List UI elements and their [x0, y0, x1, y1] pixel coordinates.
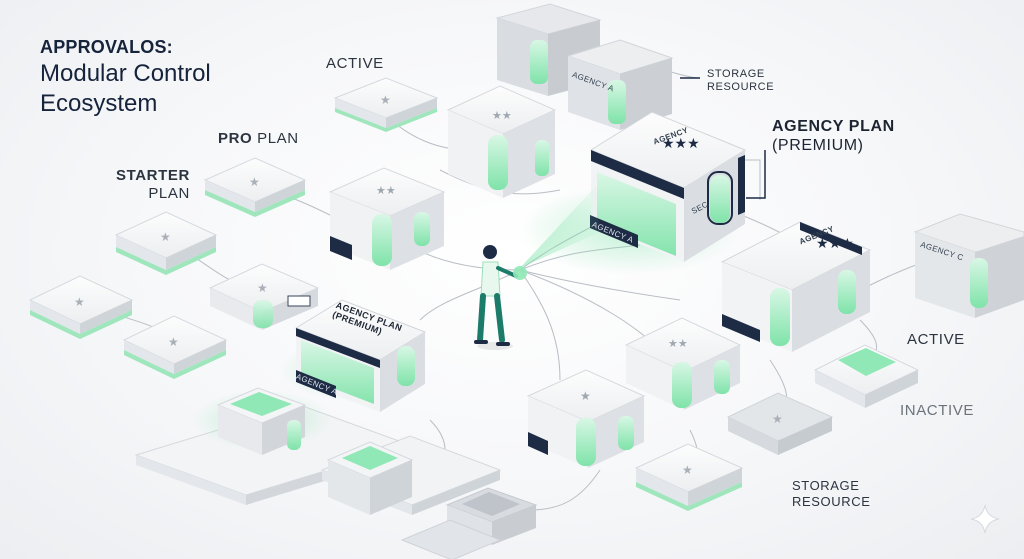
tile-inactive-right[interactable]: ★ — [726, 392, 834, 455]
label-agency-plan-rest: (PREMIUM) — [772, 137, 864, 154]
star-icon: ★ — [580, 389, 591, 403]
label-storage-bottom: STORAGE RESOURCE — [792, 478, 870, 510]
star-icon: ★★ — [668, 338, 688, 350]
star-icon: ★ — [257, 281, 268, 295]
label-pro-plan-bold: PRO — [218, 130, 253, 147]
module-agency-main[interactable]: ★★★ — [520, 111, 747, 275]
label-active-right: ACTIVE — [907, 331, 965, 348]
module-glow-small-left[interactable] — [192, 387, 332, 455]
module-agency-c[interactable] — [913, 213, 1024, 318]
label-agency-plan-bold: AGENCY PLAN — [772, 118, 895, 135]
label-storage-top-line1: STORAGE — [707, 68, 765, 80]
module-center-right[interactable]: ★★ — [624, 317, 742, 410]
label-starter-plan: STARTER PLAN — [116, 167, 190, 203]
label-storage-top-line2: RESOURCE — [707, 81, 775, 93]
tile-pro-small[interactable]: ★ — [208, 263, 320, 330]
label-storage-bottom-line1: STORAGE — [792, 478, 860, 493]
label-starter-plan-bold: STARTER — [116, 167, 190, 184]
tile-starter-mid[interactable]: ★ — [122, 315, 228, 379]
sparkle-icon — [970, 504, 1000, 534]
title-line-3: Ecosystem — [40, 90, 158, 117]
label-active-top: ACTIVE — [326, 55, 384, 72]
label-pro-plan: PRO PLAN — [218, 130, 299, 147]
label-starter-plan-rest: PLAN — [148, 185, 190, 202]
module-agency-right[interactable]: ★★★ — [720, 221, 872, 352]
star-icon: ★ — [160, 230, 171, 244]
module-gray-bottom[interactable] — [400, 487, 538, 559]
module-pro-left[interactable]: ★★ — [328, 167, 446, 270]
label-inactive-right: INACTIVE — [900, 402, 974, 419]
tile-starter-left[interactable]: ★ — [28, 275, 134, 339]
star-icon: ★★ — [376, 185, 396, 197]
tile-active-top[interactable]: ★ — [333, 77, 439, 132]
operator-figure — [474, 186, 600, 350]
star-icon: ★ — [380, 93, 391, 107]
title-line-2: Modular Control — [40, 60, 211, 87]
label-agency-plan: AGENCY PLAN (PREMIUM) — [772, 117, 895, 155]
module-pro-top[interactable]: ★★ — [446, 85, 557, 198]
module-lower-center[interactable]: ★ — [526, 369, 646, 468]
star-icon: ★★★ — [662, 135, 700, 151]
star-icon: ★ — [772, 412, 783, 426]
label-leaders — [680, 77, 766, 199]
star-icon: ★ — [74, 295, 85, 309]
tile-starter-plan[interactable]: ★ — [114, 211, 218, 275]
label-storage-top: STORAGE RESOURCE — [707, 68, 774, 94]
tile-active-right[interactable] — [813, 344, 920, 408]
star-icon: ★★ — [492, 110, 512, 122]
star-icon: ★★★ — [816, 235, 854, 251]
module-glow-bottom[interactable] — [326, 441, 414, 515]
storage-module-top[interactable] — [566, 39, 674, 130]
title-line-1: APPROVALOS: — [40, 37, 173, 57]
star-icon: ★ — [682, 463, 693, 477]
label-pro-plan-rest: PLAN — [257, 130, 299, 147]
tile-pro-plan[interactable]: ★ — [203, 157, 307, 217]
star-icon: ★ — [249, 175, 260, 189]
module-agency-small[interactable] — [280, 299, 427, 412]
tile-storage-bottom[interactable]: ★ — [634, 443, 744, 511]
label-storage-bottom-line2: RESOURCE — [792, 494, 871, 509]
star-icon: ★ — [168, 335, 179, 349]
